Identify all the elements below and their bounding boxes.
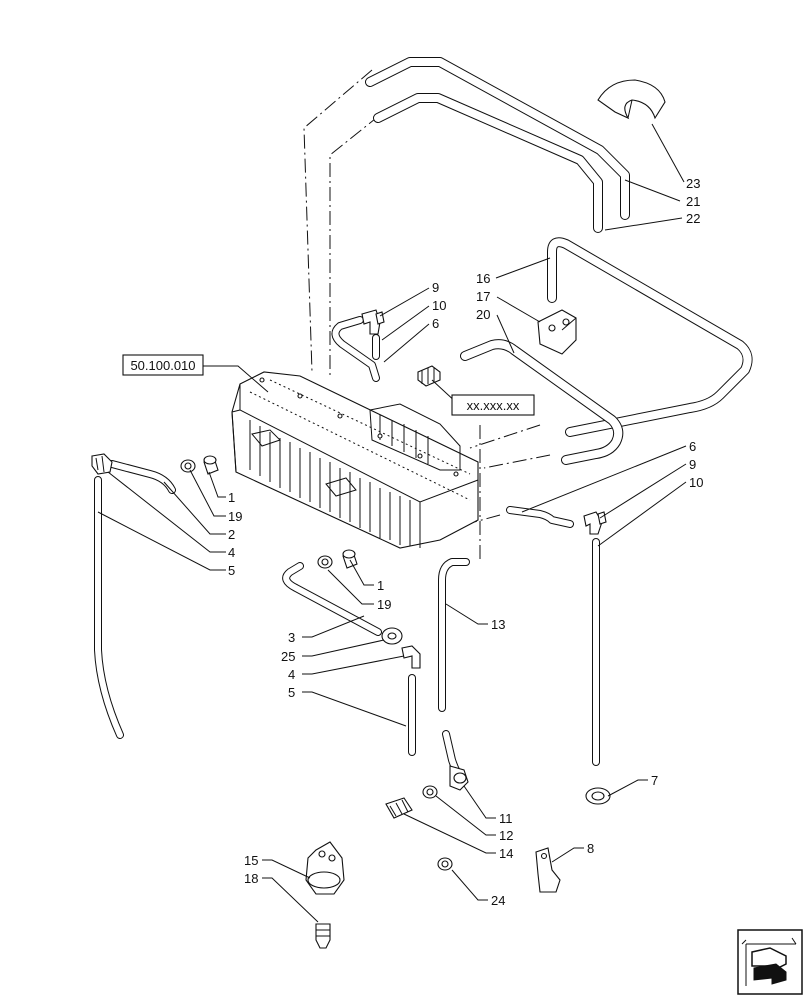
callout-22[interactable]: 22: [686, 211, 700, 226]
main-ref-text: 50.100.010: [130, 358, 195, 373]
callout-9-upper[interactable]: 9: [432, 280, 439, 295]
callout-2[interactable]: 2: [228, 527, 235, 542]
callout-6-right[interactable]: 6: [689, 439, 696, 454]
callout-18[interactable]: 18: [244, 871, 258, 886]
callout-10-upper[interactable]: 10: [432, 298, 446, 313]
grommet-7: [585, 787, 611, 805]
tube-20: [460, 339, 624, 465]
tube-21: [365, 57, 630, 220]
main-unit: [231, 371, 479, 549]
clamp-19-lower: [317, 555, 333, 569]
tube-16: [547, 237, 753, 437]
callout-7[interactable]: 7: [651, 773, 658, 788]
placeholder-ref-text: xx.xxx.xx: [467, 398, 520, 413]
callout-9-right[interactable]: 9: [689, 457, 696, 472]
filter-15: [305, 841, 345, 895]
callout-24[interactable]: 24: [491, 893, 505, 908]
hose-13: [438, 558, 470, 780]
pin-1-lower: [342, 549, 358, 569]
hose-6-right: [506, 506, 574, 528]
grommet-25: [381, 627, 403, 645]
previous-page-arrow-icon[interactable]: [737, 929, 803, 995]
hose-5-left: [94, 476, 124, 739]
main-ref-box[interactable]: 50.100.010: [122, 354, 204, 376]
placeholder-ref-box[interactable]: xx.xxx.xx: [451, 394, 535, 416]
callout-10-right[interactable]: 10: [689, 475, 703, 490]
callout-4-center[interactable]: 4: [288, 667, 295, 682]
washer-12: [422, 785, 438, 799]
callout-5-left[interactable]: 5: [228, 563, 235, 578]
elbow-4-center: [401, 645, 421, 669]
clamp-23: [597, 79, 666, 120]
nipple-18: [315, 923, 331, 949]
callout-4-left[interactable]: 4: [228, 545, 235, 560]
callout-21[interactable]: 21: [686, 194, 700, 209]
bracket-8: [535, 847, 561, 893]
callout-17[interactable]: 17: [476, 289, 490, 304]
callout-23[interactable]: 23: [686, 176, 700, 191]
callout-12[interactable]: 12: [499, 828, 513, 843]
tube-22: [373, 93, 603, 233]
callout-3[interactable]: 3: [288, 630, 295, 645]
callout-14[interactable]: 14: [499, 846, 513, 861]
elbow-9-right: [583, 511, 607, 535]
callout-19-lower[interactable]: 19: [377, 597, 391, 612]
pin-1-upper: [203, 455, 219, 475]
callout-labels: 23 21 22 16 17 20 9 10 6 1 19 2 4 5 6 9 …: [228, 176, 703, 908]
callout-20[interactable]: 20: [476, 307, 490, 322]
bracket-17: [537, 309, 577, 355]
callout-5-center[interactable]: 5: [288, 685, 295, 700]
clamp-24: [437, 857, 453, 871]
hose-3: [282, 562, 382, 636]
elbow-4-left: [91, 453, 113, 475]
hose-6-upper: [331, 316, 380, 382]
callout-13[interactable]: 13: [491, 617, 505, 632]
elbow-9-upper: [361, 309, 385, 335]
callout-1-lower[interactable]: 1: [377, 578, 384, 593]
hose-2-left: [108, 460, 176, 494]
callout-15[interactable]: 15: [244, 853, 258, 868]
callout-16[interactable]: 16: [476, 271, 490, 286]
callout-1-upper[interactable]: 1: [228, 490, 235, 505]
plug-14: [385, 797, 413, 819]
callout-11[interactable]: 11: [499, 811, 513, 826]
callout-6-upper[interactable]: 6: [432, 316, 439, 331]
connector-fitting: [417, 365, 441, 387]
callout-25[interactable]: 25: [281, 649, 295, 664]
callout-8[interactable]: 8: [587, 841, 594, 856]
clamp-19-upper: [180, 459, 196, 473]
callout-19-upper[interactable]: 19: [228, 509, 242, 524]
elbow-11: [449, 765, 469, 791]
